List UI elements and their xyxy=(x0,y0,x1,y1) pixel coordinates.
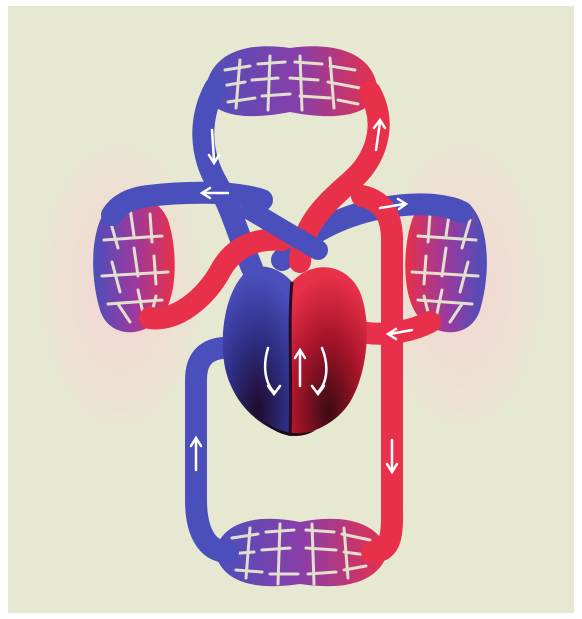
upper-body-capillaries xyxy=(205,46,378,116)
heart-septum xyxy=(290,282,292,436)
